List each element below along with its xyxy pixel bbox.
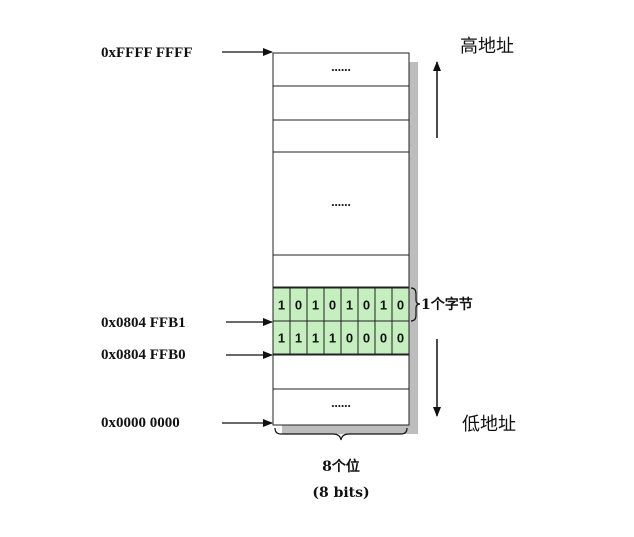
memory-cell <box>272 254 410 288</box>
address-byte-low: 0x0804 FFB0 <box>101 347 186 363</box>
memory-column-shadow <box>409 62 418 434</box>
ellipsis-middle: ...... <box>331 194 351 209</box>
one-byte-label: 1个字节 <box>421 296 473 313</box>
bit-value: 1 <box>312 331 319 346</box>
address-bottom: 0x0000 0000 <box>101 415 180 431</box>
bit-value: 1 <box>278 298 285 313</box>
bit-value: 0 <box>397 298 404 313</box>
memory-column-shadow-bottom <box>282 425 418 434</box>
high-address-label: 高地址 <box>460 36 514 57</box>
bit-value: 0 <box>329 298 336 313</box>
address-top: 0xFFFF FFFF <box>101 45 193 61</box>
bits-brace-icon <box>274 427 408 441</box>
bit-value: 0 <box>363 298 370 313</box>
bit-value: 1 <box>278 331 285 346</box>
eight-bits-english-label: (8 bits) <box>312 485 369 501</box>
bit-value: 0 <box>397 331 404 346</box>
bit-value: 0 <box>380 331 387 346</box>
ellipsis-top: ...... <box>331 59 351 74</box>
bit-value: 0 <box>295 298 302 313</box>
bit-value: 0 <box>363 331 370 346</box>
byte-brace-icon <box>410 287 421 322</box>
address-byte-high: 0x0804 FFB1 <box>101 315 186 331</box>
eight-bits-label: 8个位 <box>322 458 360 475</box>
bit-value: 1 <box>380 298 387 313</box>
memory-column <box>272 52 410 426</box>
memory-cell-bottom <box>272 388 410 426</box>
low-address-label: 低地址 <box>462 414 516 435</box>
bit-value: 0 <box>346 331 353 346</box>
bit-value: 1 <box>346 298 353 313</box>
ellipsis-bottom: ...... <box>331 395 351 410</box>
bit-value: 1 <box>295 331 302 346</box>
bit-cell <box>391 320 410 355</box>
bit-value: 1 <box>329 331 336 346</box>
bit-value: 1 <box>312 298 319 313</box>
